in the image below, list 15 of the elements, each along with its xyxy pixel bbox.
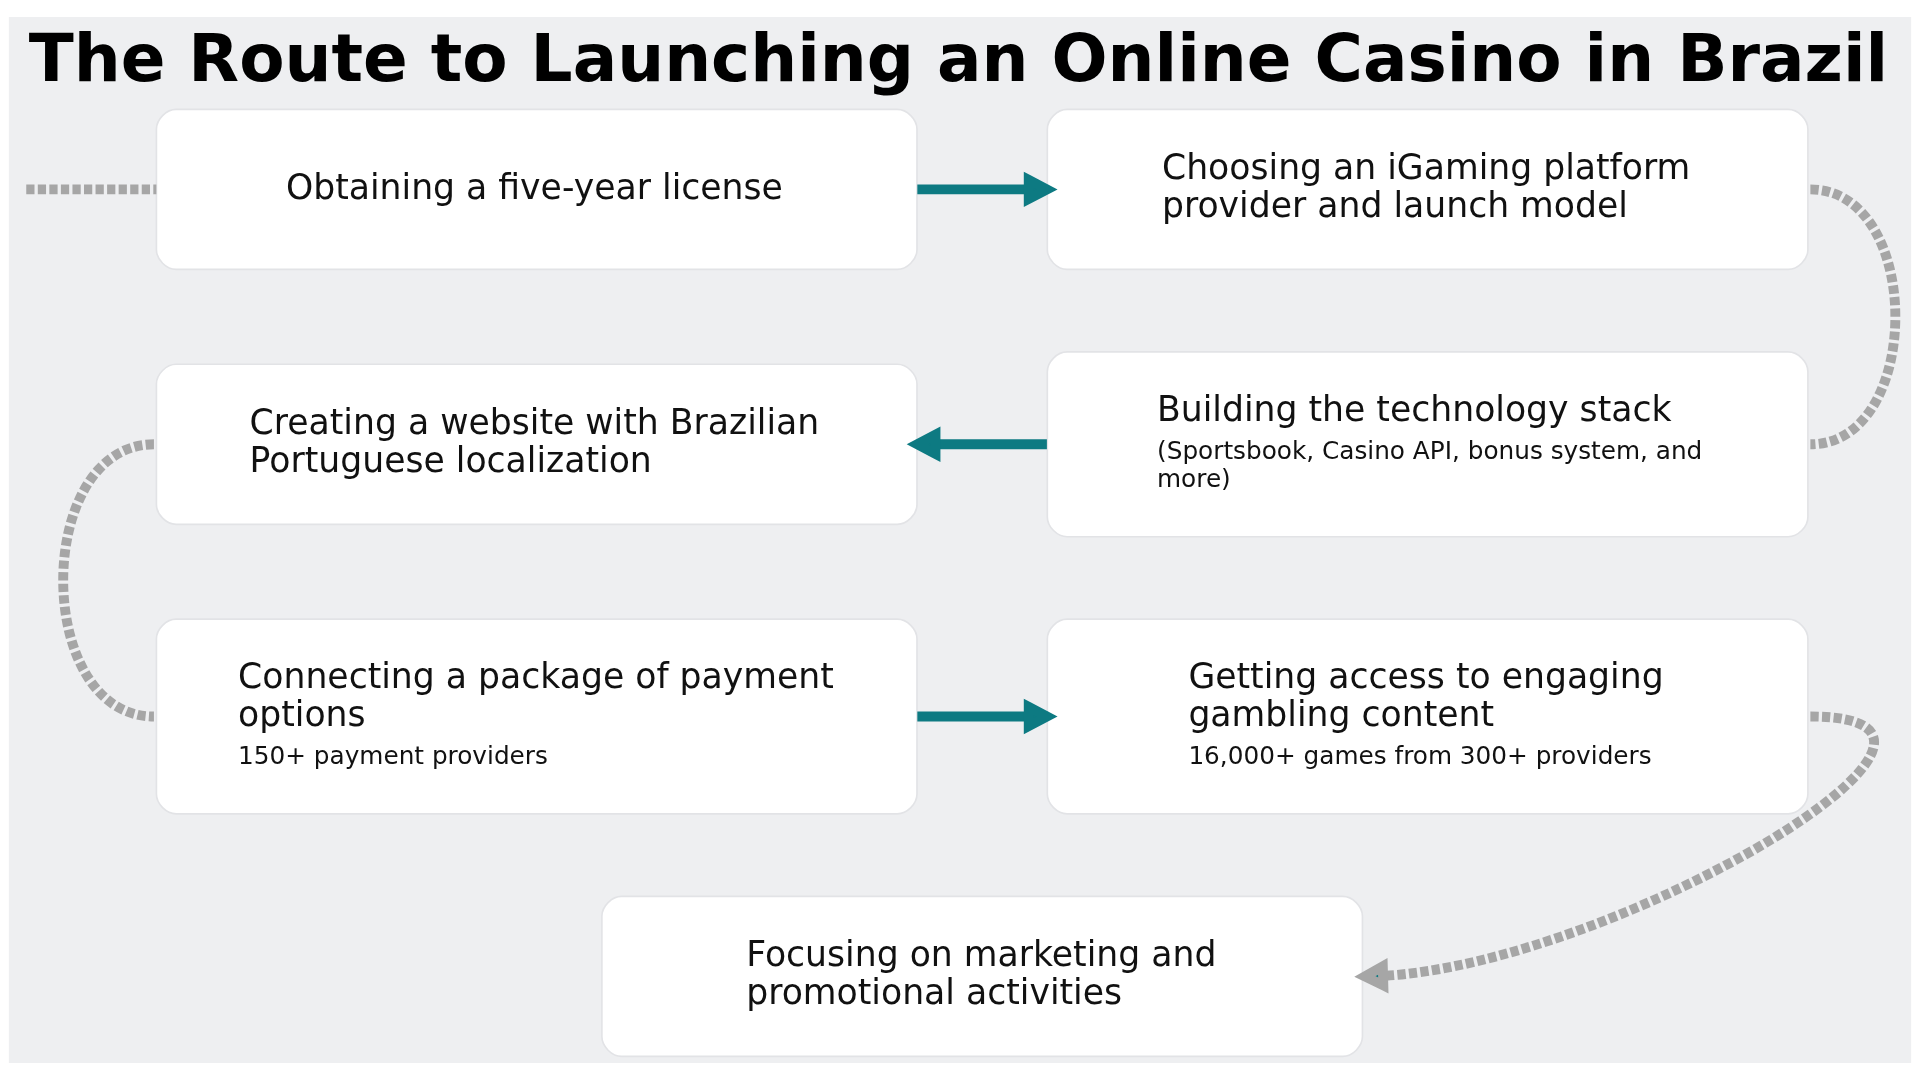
arrow (1354, 711, 1878, 994)
diagram-title: The Route to Launching an Online Casino in Brazil (28, 20, 1889, 98)
node-box: Connecting a package of payment options 150+ payment providers (155, 618, 918, 815)
node-box: Choosing an iGaming platform provider and launch model (1046, 108, 1809, 271)
arrow (917, 698, 1058, 735)
arrow (906, 426, 1047, 462)
node-box: Building the technology stack (Sportsbook, Casino API, bonus system, and more) (1046, 351, 1809, 538)
connector (26, 184, 157, 195)
node-box: Getting access to engaging gambling content 16,000+ games from 300+ providers (1046, 618, 1809, 815)
node-box: Focusing on marketing and promotional activities (601, 895, 1364, 1058)
node-box: Obtaining a five-year license (155, 108, 918, 271)
node-box: Creating a website with Brazilian Portuguese localization (155, 363, 918, 526)
connector (1809, 184, 1901, 450)
arrow (917, 171, 1058, 208)
connector (58, 439, 155, 722)
